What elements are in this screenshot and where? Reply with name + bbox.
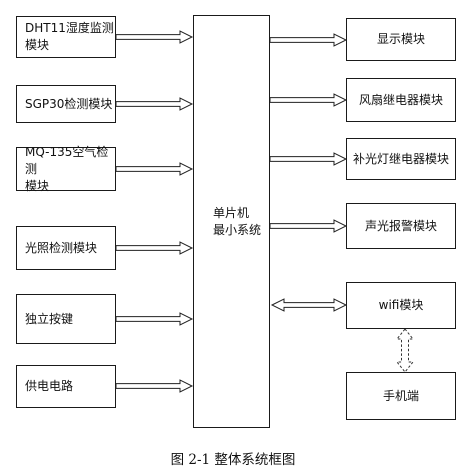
arrow-mcu-wifi-bidirectional bbox=[270, 298, 348, 312]
input-module-dht11-line1: DHT11湿度监测 bbox=[25, 21, 114, 35]
output-module-fill-light-relay: 补光灯继电器模块 bbox=[346, 138, 456, 180]
arrow-mq135-to-mcu bbox=[115, 162, 193, 176]
output-module-fan-relay-label: 风扇继电器模块 bbox=[358, 92, 443, 107]
figure-caption: 图 2-1 整体系统框图 bbox=[170, 452, 296, 468]
input-module-dht11: DHT11湿度监测模块 bbox=[16, 16, 116, 58]
mcu-minimum-system-box: 单片机 最小系统 bbox=[193, 15, 270, 428]
output-module-display-label: 显示模块 bbox=[376, 32, 425, 46]
input-module-power-label: 供电电路 bbox=[25, 379, 74, 393]
input-module-sgp30: SGP30检测模块 bbox=[16, 85, 116, 123]
output-module-fill-light-relay-label: 补光灯继电器模块 bbox=[352, 151, 449, 166]
arrow-sgp30-to-mcu bbox=[115, 97, 193, 111]
mcu-label-line2: 最小系统 bbox=[213, 222, 262, 237]
arrow-wifi-phone-dashed bbox=[395, 328, 415, 373]
output-module-phone-label: 手机端 bbox=[382, 388, 419, 403]
input-module-sgp30-label: SGP30检测模块 bbox=[25, 96, 113, 111]
output-module-alarm-label: 声光报警模块 bbox=[364, 218, 437, 233]
output-module-wifi: wifi模块 bbox=[346, 282, 456, 329]
input-module-dht11-line2: 模块 bbox=[25, 38, 50, 52]
arrow-mcu-to-display bbox=[269, 33, 347, 47]
arrow-mcu-to-alarm bbox=[269, 219, 347, 233]
input-module-keys-label: 独立按键 bbox=[25, 311, 74, 326]
mcu-label-line1: 单片机 bbox=[213, 205, 250, 220]
input-module-keys: 独立按键 bbox=[16, 294, 116, 344]
arrow-mcu-to-fill-light-relay bbox=[269, 152, 347, 166]
output-module-alarm: 声光报警模块 bbox=[346, 203, 456, 249]
arrow-mcu-to-fan-relay bbox=[269, 93, 347, 107]
arrow-power-to-mcu bbox=[115, 379, 193, 393]
arrow-light-to-mcu bbox=[115, 241, 193, 255]
arrow-dht11-to-mcu bbox=[115, 30, 193, 44]
input-module-mq135: MQ-135空气检测模块 bbox=[16, 144, 116, 193]
output-module-display: 显示模块 bbox=[346, 18, 456, 61]
arrow-keys-to-mcu bbox=[115, 312, 193, 326]
input-module-power: 供电电路 bbox=[16, 365, 116, 408]
input-module-light: 光照检测模块 bbox=[16, 226, 116, 270]
output-module-fan-relay: 风扇继电器模块 bbox=[346, 78, 456, 122]
input-module-light-label: 光照检测模块 bbox=[25, 240, 98, 255]
input-module-mq135-line1: MQ-135空气检测 bbox=[25, 144, 109, 176]
input-module-mq135-line2: 模块 bbox=[25, 178, 50, 193]
output-module-phone: 手机端 bbox=[346, 372, 456, 420]
output-module-wifi-label: wifi模块 bbox=[378, 298, 424, 312]
